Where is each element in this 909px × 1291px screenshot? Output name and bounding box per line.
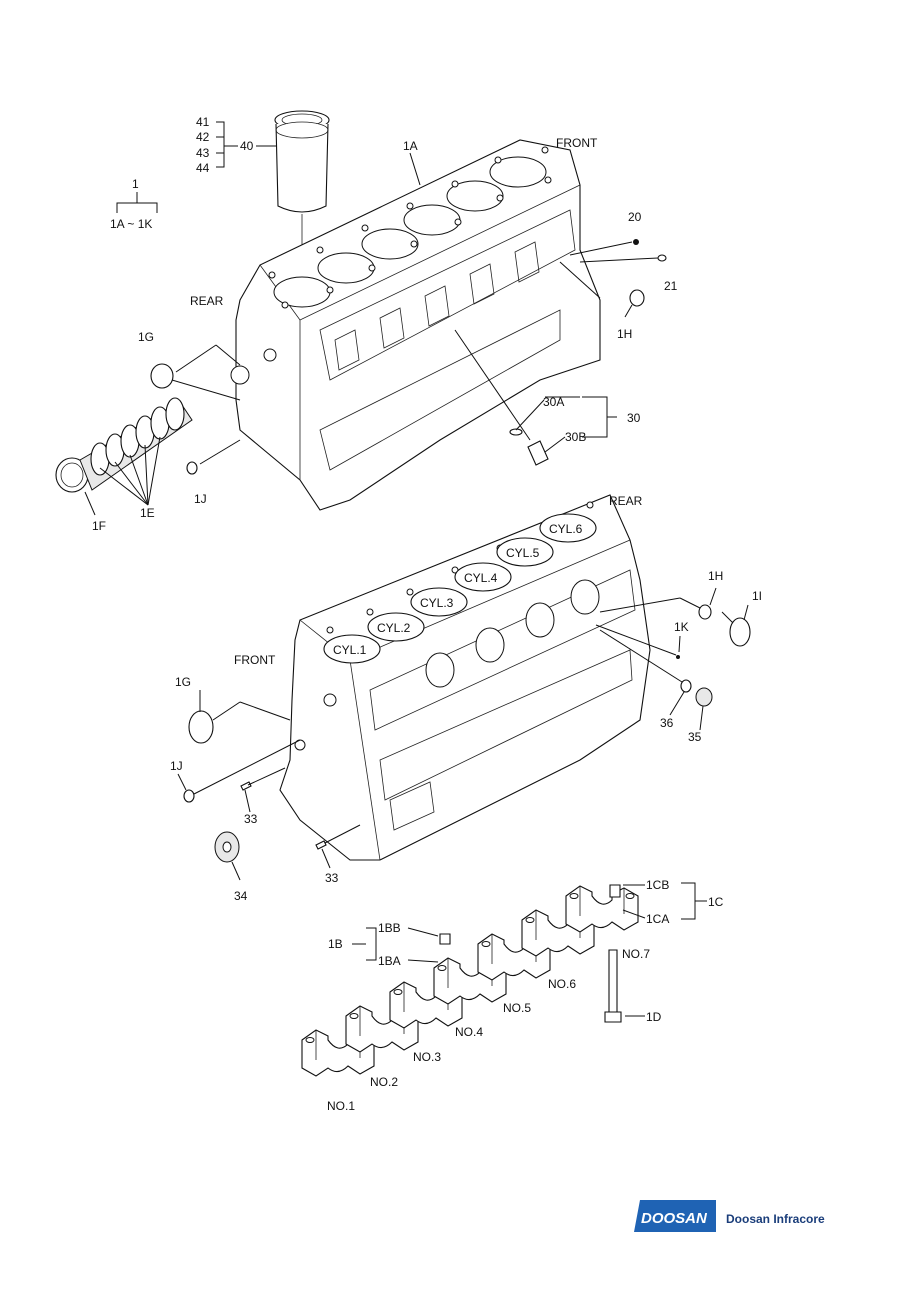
label-1: 1 — [132, 177, 139, 191]
cylinder-liner — [274, 110, 330, 213]
label-rear-mid: REAR — [609, 494, 643, 508]
label-front-top: FRONT — [556, 136, 598, 150]
label-1e: 1E — [140, 506, 155, 520]
part-34-washer — [214, 831, 240, 863]
part-36 — [680, 679, 692, 693]
middle-labels: REAR CYL.1 CYL.2 CYL.3 CYL.4 CYL.5 CYL.6… — [170, 494, 762, 903]
label-1j-top: 1J — [194, 492, 207, 506]
label-33a: 33 — [244, 812, 258, 826]
label-21: 21 — [664, 279, 678, 293]
label-44: 44 — [196, 161, 210, 175]
label-cyl3: CYL.3 — [420, 596, 454, 610]
part-20 — [633, 239, 639, 245]
label-40: 40 — [240, 139, 254, 153]
label-no2: NO.2 — [370, 1075, 398, 1089]
label-1b: 1B — [328, 937, 343, 951]
label-front-mid: FRONT — [234, 653, 276, 667]
label-41: 41 — [196, 115, 210, 129]
cylinder-markers — [323, 513, 597, 664]
part-30-oil-jet — [509, 428, 549, 466]
label-20: 20 — [628, 210, 642, 224]
label-42: 42 — [196, 130, 210, 144]
label-1a-1k: 1A ~ 1K — [110, 217, 152, 231]
label-30a: 30A — [543, 395, 564, 409]
label-1f: 1F — [92, 519, 106, 533]
label-rear-top: REAR — [190, 294, 224, 308]
logo-text: DOOSAN — [641, 1210, 708, 1227]
label-1g-mid: 1G — [175, 675, 191, 689]
label-1k: 1K — [674, 620, 689, 634]
label-1bb: 1BB — [378, 921, 401, 935]
cap-bolts — [439, 884, 622, 1023]
label-1g-top: 1G — [138, 330, 154, 344]
label-1i: 1I — [752, 589, 762, 603]
label-36: 36 — [660, 716, 674, 730]
part-1H-mid — [698, 604, 712, 620]
label-no5: NO.5 — [503, 1001, 531, 1015]
part-1J-mid — [183, 789, 195, 803]
label-1j-mid: 1J — [170, 759, 183, 773]
part-1G-mid — [188, 710, 214, 744]
label-1cb: 1CB — [646, 878, 669, 892]
bottom-labels: 1CB 1C 1CA NO.7 1BB 1B 1BA 1D NO.6 NO.5 … — [327, 878, 724, 1113]
part-1J-top — [186, 461, 198, 475]
bottom-leaders — [352, 882, 707, 1017]
label-1ca: 1CA — [646, 912, 669, 926]
brand-name: Doosan Infracore — [726, 1212, 825, 1226]
label-30b: 30B — [565, 430, 586, 444]
label-30: 30 — [627, 411, 641, 425]
bearing-caps — [301, 885, 639, 1077]
top-labels: 41 42 43 44 40 1 1A ~ 1K 1A FRONT 20 21 … — [92, 115, 678, 533]
bearing-cap-no7 — [565, 885, 639, 933]
label-33b: 33 — [325, 871, 339, 885]
label-1ba: 1BA — [378, 954, 401, 968]
label-cyl1: CYL.1 — [333, 643, 367, 657]
doosan-logo: DOOSAN Doosan Infracore — [634, 1200, 825, 1232]
label-35: 35 — [688, 730, 702, 744]
label-cyl5: CYL.5 — [506, 546, 540, 560]
label-cyl4: CYL.4 — [464, 571, 498, 585]
label-no4: NO.4 — [455, 1025, 483, 1039]
part-21 — [657, 254, 667, 262]
part-1K — [676, 655, 680, 659]
camshaft-bushings — [55, 397, 193, 493]
label-1h-mid: 1H — [708, 569, 723, 583]
part-35 — [695, 687, 713, 707]
label-1h-top: 1H — [617, 327, 632, 341]
cylinder-block-bottom — [279, 494, 651, 861]
label-1a: 1A — [403, 139, 418, 153]
label-1c: 1C — [708, 895, 724, 909]
label-1d: 1D — [646, 1010, 662, 1024]
label-34: 34 — [234, 889, 248, 903]
label-no6: NO.6 — [548, 977, 576, 991]
part-33b — [315, 840, 327, 850]
label-cyl6: CYL.6 — [549, 522, 583, 536]
label-cyl2: CYL.2 — [377, 621, 411, 635]
label-43: 43 — [196, 146, 210, 160]
label-no3: NO.3 — [413, 1050, 441, 1064]
part-33a — [240, 781, 252, 791]
label-no1: NO.1 — [327, 1099, 355, 1113]
part-1H-top — [629, 289, 645, 307]
top-leaders — [84, 121, 659, 516]
part-1I — [729, 617, 751, 647]
middle-leaders — [177, 587, 749, 881]
part-1G-top — [150, 363, 174, 389]
cylinder-block-top — [230, 139, 601, 511]
label-no7: NO.7 — [622, 947, 650, 961]
